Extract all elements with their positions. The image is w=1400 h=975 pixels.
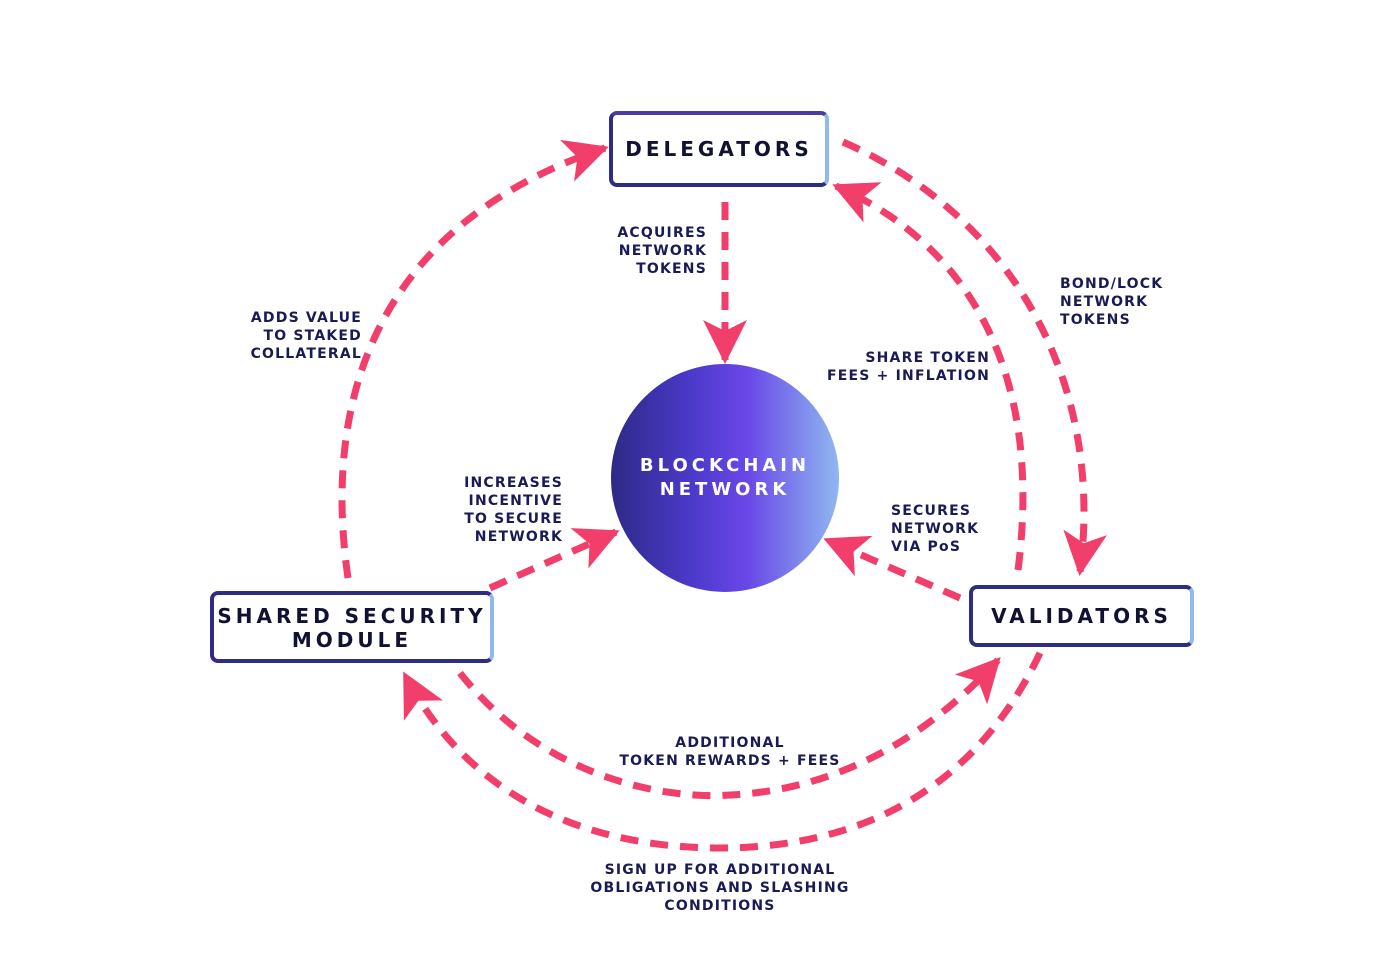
arrow-increases-incentive [488,528,620,592]
arrow-additional-rewards [457,657,1001,800]
label-increases-incentive: INCREASES INCENTIVE TO SECURE NETWORK [464,475,563,545]
label-secures-network: SECURES NETWORK VIA PoS [891,503,980,555]
validators-label: VALIDATORS [991,604,1172,628]
label-acquires-tokens: ACQUIRES NETWORK TOKENS [617,225,707,277]
shared-security-module-node: SHARED SECURITY MODULE [210,591,494,663]
arrow-adds-value [338,139,609,579]
arrow-sign-up [401,651,1044,852]
blockchain-network-label: BLOCKCHAIN NETWORK [639,455,811,500]
label-adds-value: ADDS VALUE TO STAKED COLLATERAL [250,310,362,362]
blockchain-network-node: BLOCKCHAIN NETWORK [611,364,839,592]
label-sign-up: SIGN UP FOR ADDITIONAL OBLIGATIONS AND S… [590,862,850,914]
delegators-label: DELEGATORS [625,137,813,161]
shared-security-module-label: SHARED SECURITY MODULE [217,604,487,652]
delegators-node: DELEGATORS [609,111,829,187]
label-additional-rewards: ADDITIONAL TOKEN REWARDS + FEES [619,735,841,769]
label-share-fees: SHARE TOKEN FEES + INFLATION [827,350,990,384]
arrow-bond-lock [841,138,1107,576]
label-bond-lock: BOND/LOCK NETWORK TOKENS [1060,276,1164,328]
arrow-share-fees [832,182,1027,571]
validators-node: VALIDATORS [969,585,1194,647]
arrow-secures-network [823,535,962,602]
